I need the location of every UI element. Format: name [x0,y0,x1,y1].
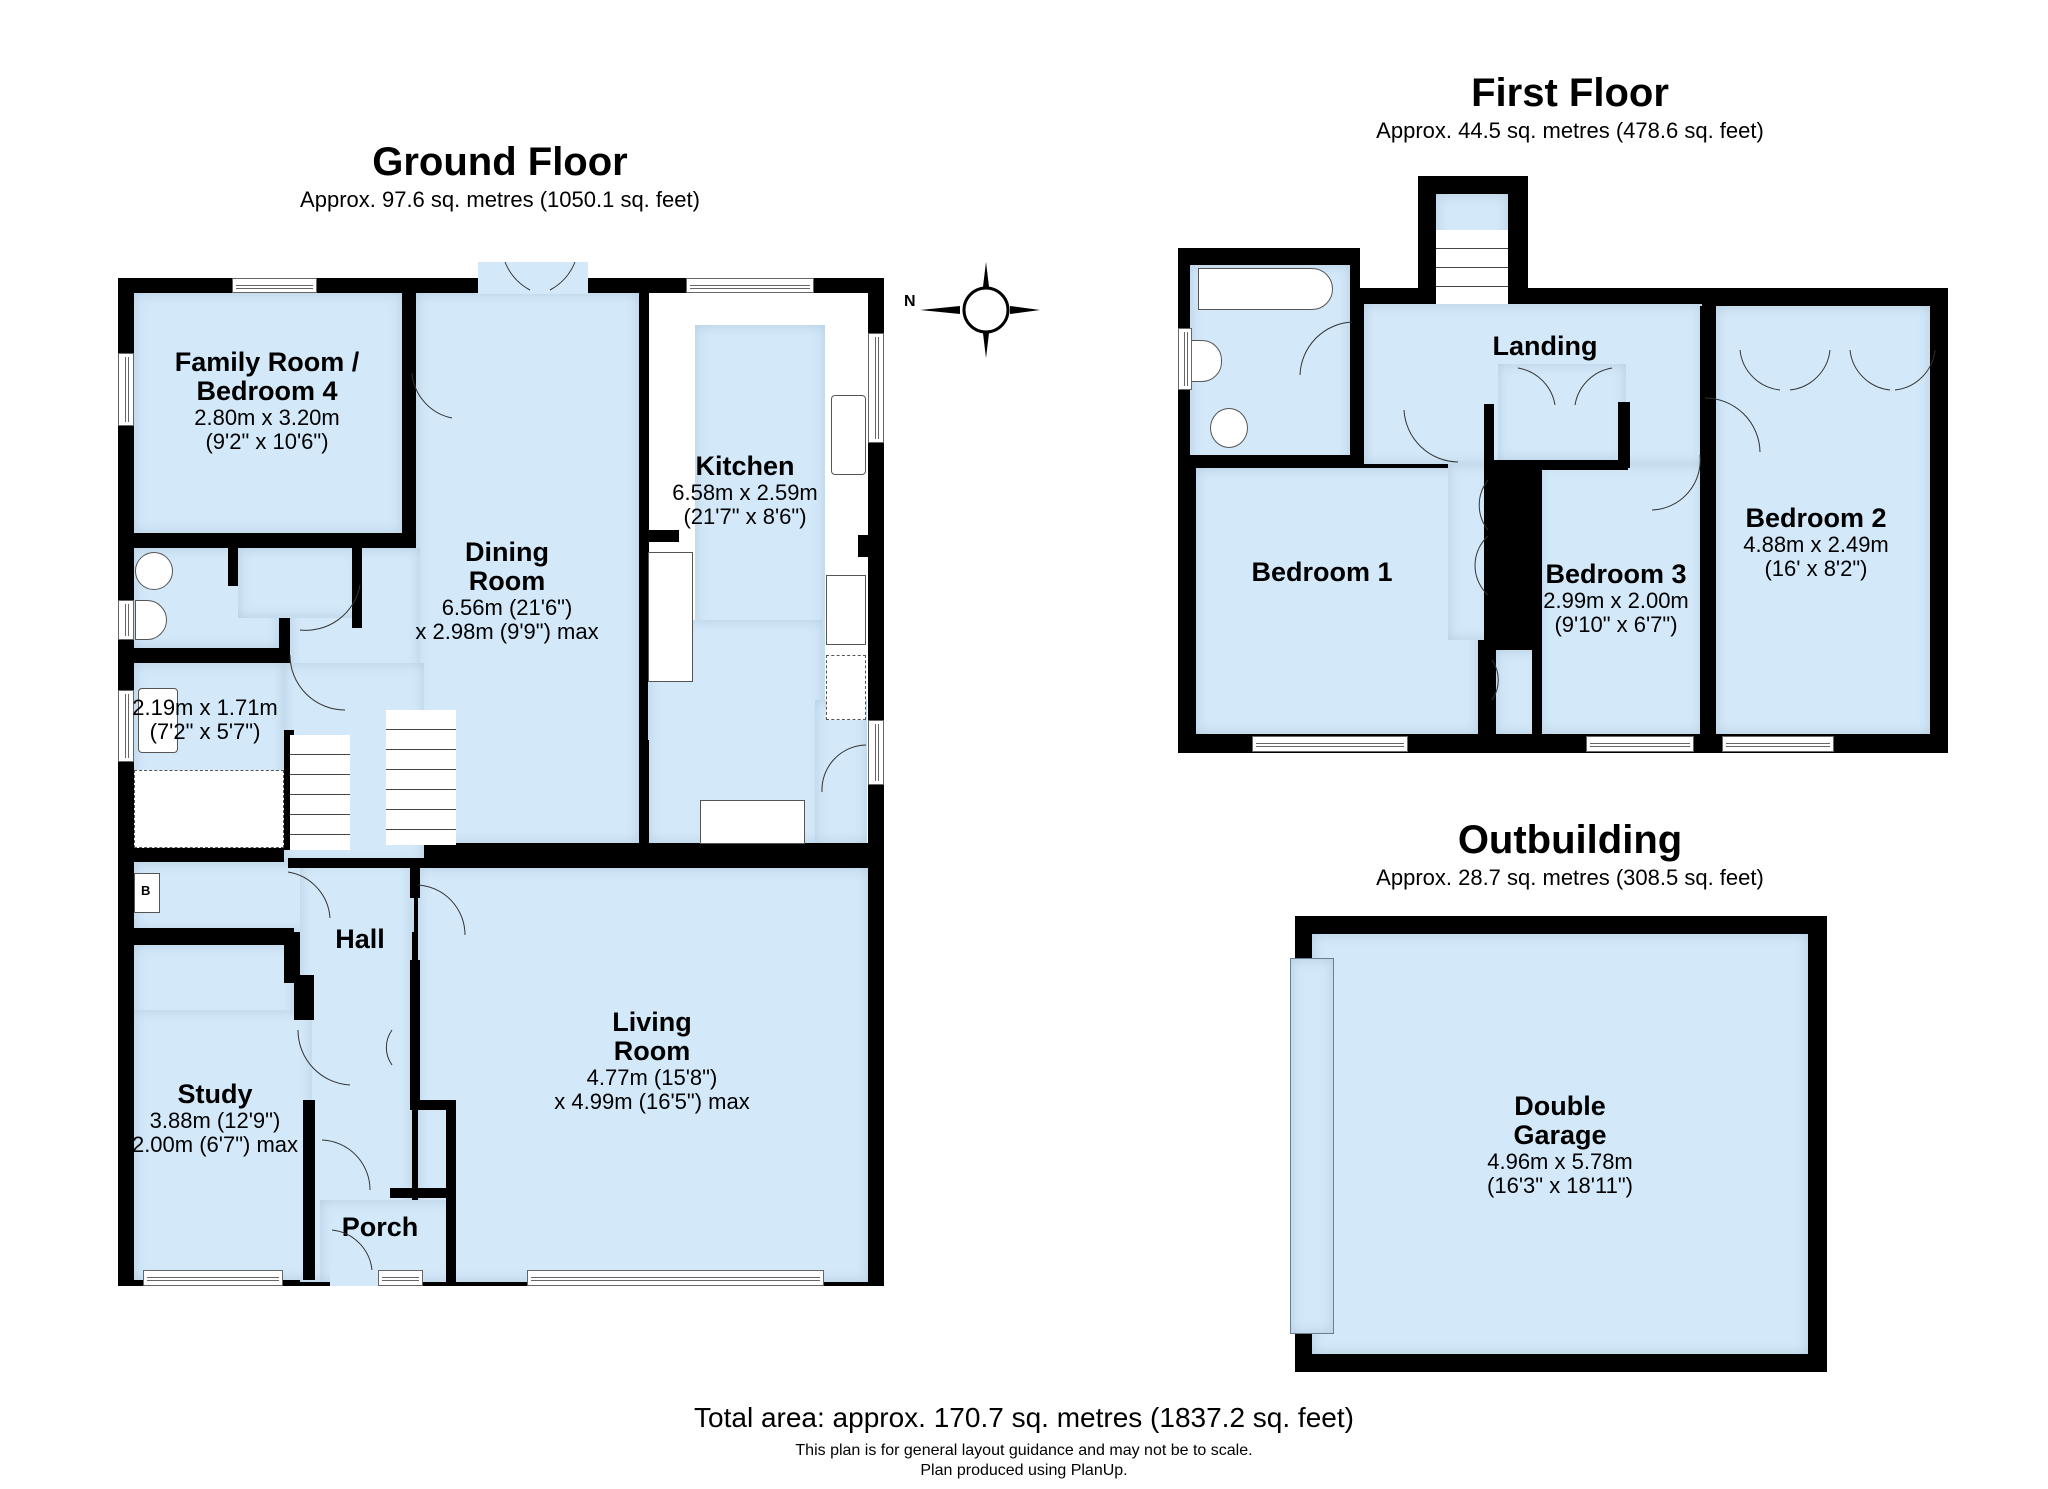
bedroom3-label: Bedroom 3 2.99m x 2.00m (9'10" x 6'7") [1543,559,1689,637]
wall [134,533,414,547]
living-room-area [418,867,868,1282]
front-door-opening[interactable] [330,1270,378,1286]
utility-counter [134,770,284,848]
wall [410,960,420,1110]
wall [1484,404,1494,734]
ground-floor-title: Ground Floor [372,140,628,184]
window [1722,736,1834,752]
wall [446,1100,456,1282]
wall [134,650,284,662]
total-area: Total area: approx. 170.7 sq. metres (18… [694,1402,1354,1433]
garage-area [1312,934,1808,1354]
staircase-upper[interactable] [386,710,456,845]
wall [294,975,314,1020]
family-room-label: Family Room / Bedroom 4 2.80m x 3.20m (9… [174,347,360,454]
landing-cupboard-area [1498,364,1626,460]
window [118,600,134,640]
kitchen-sink [831,395,866,475]
window [1252,736,1408,752]
boiler-label: B [141,883,151,898]
window [118,690,134,762]
ground-floor-area: Approx. 97.6 sq. metres (1050.1 sq. feet… [300,187,700,212]
window [527,1270,824,1286]
bedroom1-area [1196,468,1478,734]
bath-tub [1198,268,1333,310]
first-floor-title: First Floor [1471,71,1669,115]
porch-label: Porch [341,1212,419,1242]
window [378,1270,423,1286]
outbuilding-area: Approx. 28.7 sq. metres (308.5 sq. feet) [1376,865,1764,890]
bedroom1-label: Bedroom 1 [1251,557,1393,587]
dining-room-label: Dining Room 6.56m (21'6") x 2.98m (9'9")… [415,537,599,644]
boiler-cupboard [134,873,160,913]
kitchen-island [648,552,693,682]
bathroom-toilet [1210,408,1248,448]
north-label: N [904,293,916,310]
landing-label: Landing [1492,331,1598,361]
window [868,333,884,443]
wall [303,1100,315,1280]
french-doors-opening[interactable] [478,262,588,294]
window [232,278,317,293]
outbuilding-title: Outbuilding [1457,818,1683,862]
wall [639,740,649,845]
hall-label: Hall [335,924,385,954]
window [686,278,814,293]
living-room-label: Living Room 4.77m (15'8") x 4.99m (16'5"… [554,1007,750,1114]
wall [284,928,294,983]
study-lower-area [134,1010,312,1280]
window [143,1270,283,1286]
wall [639,530,679,542]
cupboard-area [238,548,358,618]
compass: N [900,250,1040,370]
credit: Plan produced using PlanUp. [920,1462,1128,1479]
study-label: Study 3.88m (12'9") 2.00m (6'7") max [131,1079,299,1157]
wall [1494,460,1628,470]
kitchen-appliance [826,655,866,720]
first-floor-staircase[interactable] [1436,230,1508,304]
wall [639,293,649,676]
wall [402,293,414,363]
wall [228,548,238,586]
utility-label: 2.19m x 1.71m (7'2" x 5'7") [132,695,278,744]
kitchen-back-door-area [815,700,867,843]
wall [1618,402,1630,468]
kitchen-counter [700,800,805,844]
wall [410,1100,450,1110]
first-floor-area: Approx. 44.5 sq. metres (478.6 sq. feet) [1376,118,1764,143]
wall [288,858,868,868]
window [1586,736,1694,752]
wall [1532,464,1542,734]
back-door-window [868,720,884,785]
kitchen-hob [826,575,866,645]
window [118,353,134,426]
compass-rose-icon [920,262,1040,358]
wall [858,535,868,557]
wall [402,420,414,548]
wall [1350,290,1362,465]
wall [352,548,362,628]
wc-basin [135,600,167,640]
wall [1700,306,1712,734]
garage-label: Double Garage 4.96m x 5.78m (16'3" x 18'… [1487,1091,1633,1198]
utility-sink [138,688,178,753]
family-room-area [134,293,402,533]
garage-door[interactable] [1290,958,1334,1334]
wall [410,868,420,898]
wall [284,730,294,850]
bedroom2-label: Bedroom 2 4.88m x 2.49m (16' x 8'2") [1743,503,1889,581]
window [1178,328,1192,390]
staircase[interactable] [290,735,350,850]
wall [1190,455,1360,467]
wall [390,1188,450,1198]
wc-toilet [135,552,173,590]
bathroom-basin [1190,340,1222,382]
disclaimer: This plan is for general layout guidance… [795,1442,1253,1459]
kitchen-label: Kitchen 6.58m x 2.59m (21'7" x 8'6") [672,451,818,529]
wall [134,928,294,940]
